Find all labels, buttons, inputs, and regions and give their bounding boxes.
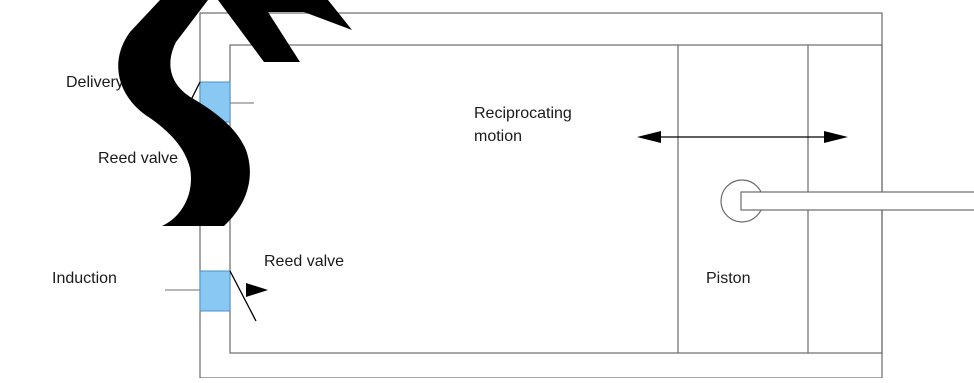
delivery-label: Delivery	[66, 74, 124, 91]
connecting-rod	[740, 191, 974, 211]
reed-valve-bottom-label: Reed valve	[264, 253, 344, 270]
induction-label: Induction	[52, 270, 117, 287]
induction-reed-valve-block	[199, 270, 231, 312]
motion-arrow-left-head	[637, 131, 661, 143]
reed-valve-top-label: Reed valve	[98, 150, 178, 167]
motion-label: motion	[474, 128, 522, 145]
watermark-p-stroke	[218, 0, 352, 62]
piston-label: Piston	[706, 270, 750, 287]
reciprocating-label: Reciprocating	[474, 105, 572, 122]
motion-arrow-right-head	[824, 131, 848, 143]
induction-flow-arrow-icon	[246, 283, 268, 297]
induction-reed-flap	[229, 270, 257, 322]
watermark-s-stroke	[118, 0, 250, 226]
